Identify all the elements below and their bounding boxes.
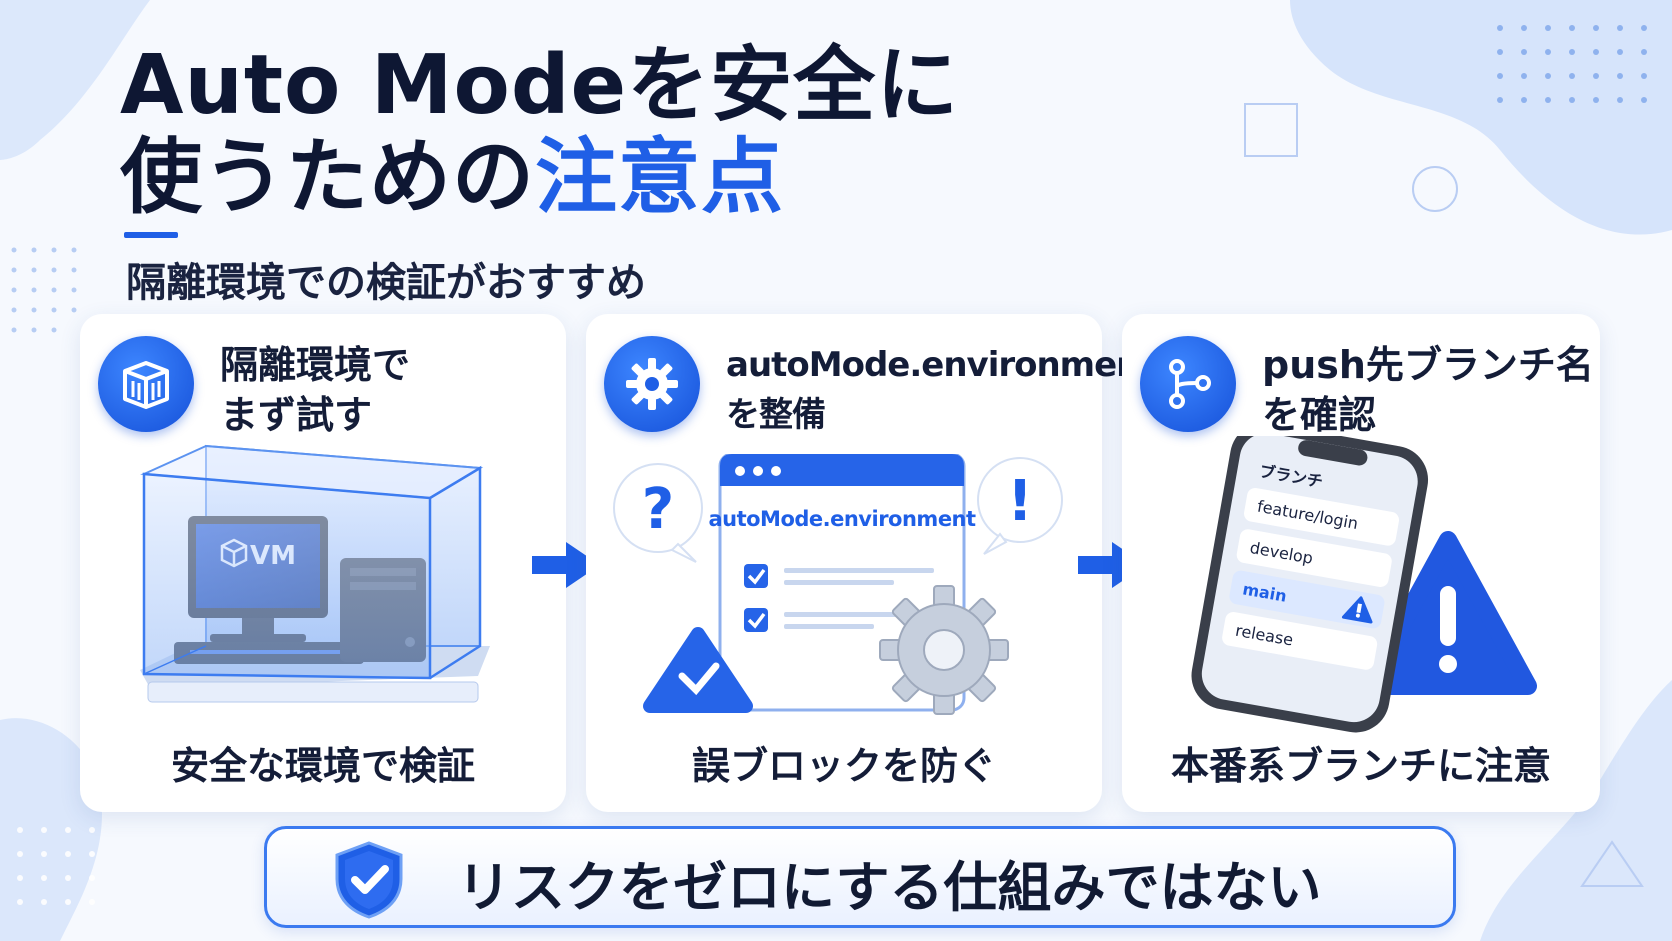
bottom-banner: リスクをゼロにする仕組みではない <box>264 826 1456 928</box>
arrow-right-icon <box>532 542 600 588</box>
title-line-2: 使うための注意点 <box>120 132 959 224</box>
title-line-1: Auto Modeを安全に <box>120 38 960 133</box>
card-footer: 誤ブロックを防ぐ <box>691 744 996 788</box>
svg-text:!: ! <box>1007 469 1033 534</box>
isolation-box-icon <box>98 336 194 432</box>
git-branch-icon <box>1140 336 1236 432</box>
card-title: autoMode.environment を整備 <box>726 345 1156 435</box>
card-title: 隔離環境で まず試す <box>220 343 411 437</box>
config-window-illustration: ? ! autoMode.environment <box>613 454 1063 715</box>
vm-in-glass-box-illustration: VM <box>140 444 490 703</box>
title-line-2-plain: 使うための <box>120 130 536 225</box>
page-title: Auto Modeを安全に 使うための注意点 <box>120 40 959 224</box>
card-isolated-env: 隔離環境で まず試す VM <box>80 314 566 812</box>
exclamation-bubble-icon: ! <box>977 457 1063 555</box>
banner-text: リスクをゼロにする仕組みではない <box>457 856 1322 919</box>
card-footer: 安全な環境で検証 <box>170 744 475 788</box>
window-title: autoMode.environment <box>708 507 976 531</box>
shield-check-icon <box>335 841 403 919</box>
card-title: push先ブランチ名 を確認 <box>1262 343 1594 437</box>
phone-branch-list-illustration: ブランチ feature/login develop main release <box>1191 436 1537 733</box>
check-triangle-icon <box>643 627 753 713</box>
warning-triangle-icon <box>1359 531 1537 695</box>
large-gear-icon <box>879 585 1009 715</box>
question-bubble-icon: ? <box>613 463 703 563</box>
page-subtitle: 隔離環境での検証がおすすめ <box>126 260 646 306</box>
svg-text:?: ? <box>642 477 674 542</box>
card-footer: 本番系ブランチに注意 <box>1170 744 1551 788</box>
card-push-branch: push先ブランチ名 を確認 ブランチ feature/login develo… <box>1122 314 1600 812</box>
card-environment-config: autoMode.environment を整備 ? ! autoMode.en… <box>586 314 1156 812</box>
title-line-2-accent: 注意点 <box>535 130 785 225</box>
gear-icon <box>604 336 700 432</box>
title-underline <box>124 232 178 238</box>
